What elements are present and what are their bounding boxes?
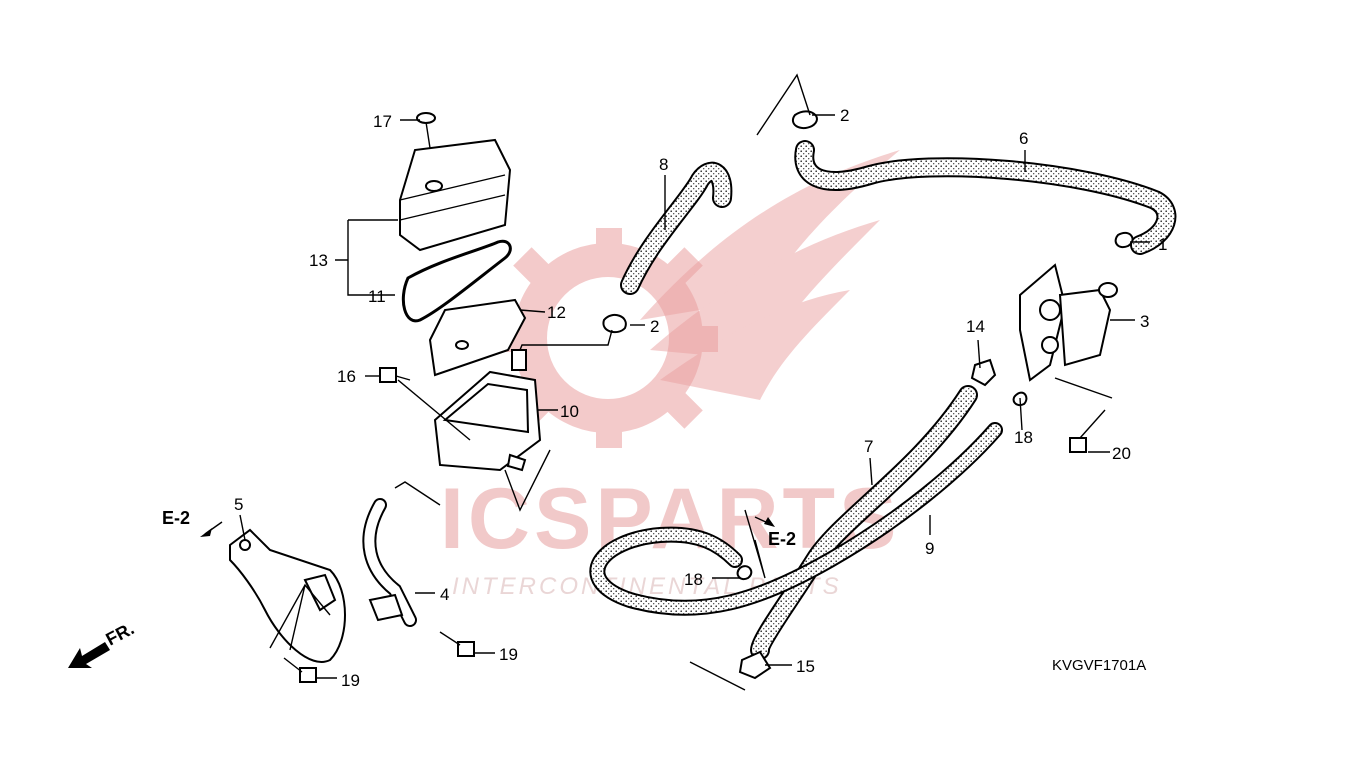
ref-e2-left: E-2 (162, 508, 190, 528)
callout-5: 5 (234, 495, 243, 514)
bolt-19-left (283, 657, 317, 683)
clip-2-upper (792, 110, 818, 130)
callout-2-upper: 2 (840, 106, 849, 125)
bolt-19-right (439, 631, 475, 657)
ref-e2-mid: E-2 (768, 529, 796, 549)
watermark-wing-icon (640, 150, 900, 400)
valve-3 (1019, 263, 1118, 382)
callout-7: 7 (864, 437, 873, 456)
gasket-11 (401, 239, 512, 323)
clip-18-left (736, 565, 753, 580)
clamp-14 (970, 358, 997, 387)
callout-6: 6 (1019, 129, 1028, 148)
callout-4: 4 (440, 585, 449, 604)
callout-8: 8 (659, 155, 668, 174)
front-arrow-icon (68, 642, 110, 668)
filter-cover-13 (399, 138, 512, 252)
callout-12: 12 (547, 303, 566, 322)
clip-1 (1114, 231, 1134, 248)
filter-case-10 (433, 349, 542, 472)
callout-11: 11 (368, 287, 386, 306)
drawing-code: KVGVF1701A (1052, 657, 1146, 674)
callout-16: 16 (337, 367, 356, 386)
callouts: 1 2 2 3 4 5 6 7 8 9 10 11 12 13 14 15 16… (234, 106, 1167, 690)
callout-3: 3 (1140, 312, 1149, 331)
callout-14: 14 (966, 317, 985, 336)
callout-18-right: 18 (1014, 428, 1033, 447)
parts (229, 110, 1134, 683)
callout-10: 10 (560, 402, 579, 421)
hoses (589, 140, 1177, 660)
bolt-20 (1069, 409, 1106, 453)
callout-15: 15 (796, 657, 815, 676)
reference-arrows (68, 516, 775, 668)
screw-17 (416, 112, 436, 149)
bolt-16 (379, 367, 411, 383)
front-label: FR. (102, 618, 137, 649)
clip-2-lower (602, 313, 627, 334)
callout-19-left: 19 (341, 671, 360, 690)
callout-1: 1 (1158, 235, 1167, 254)
bracket-5 (229, 528, 346, 663)
callout-13: 13 (309, 251, 328, 270)
callout-18-left: 18 (684, 570, 703, 589)
callout-19-right: 19 (499, 645, 518, 664)
callout-9: 9 (925, 539, 934, 558)
leader-lines (239, 73, 1150, 691)
filter-element-12 (428, 298, 527, 377)
callout-17: 17 (373, 112, 392, 131)
clamp-15 (738, 650, 772, 680)
pipe-4 (362, 498, 417, 627)
callout-20: 20 (1112, 444, 1131, 463)
callout-2-lower: 2 (650, 317, 659, 336)
